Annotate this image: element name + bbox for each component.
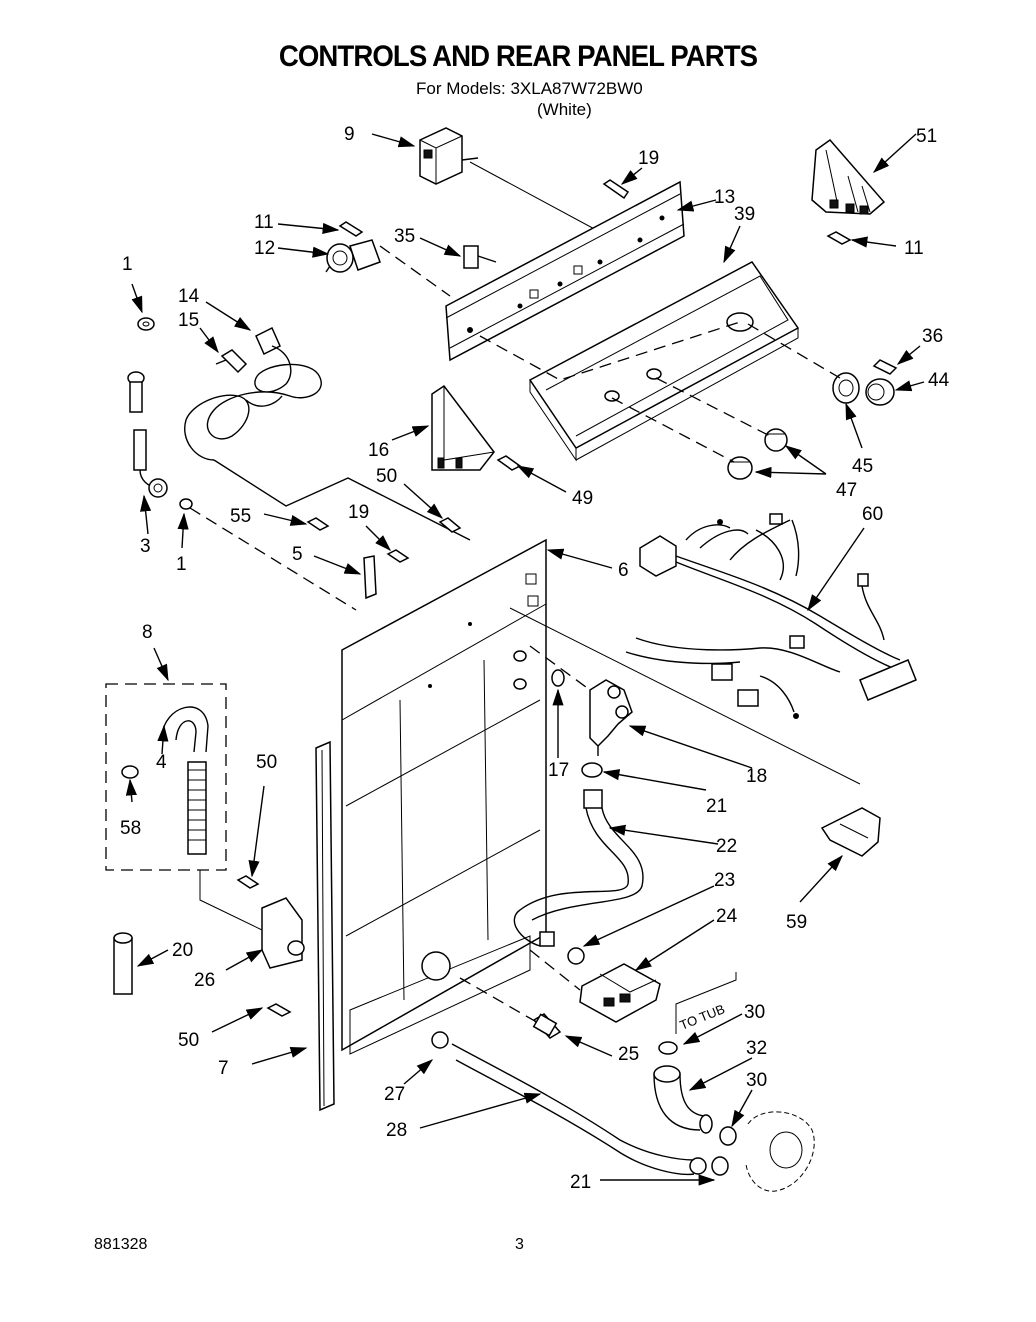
- callout-label: 1: [176, 554, 187, 575]
- models-line: For Models: 3XLA87W72BW0: [416, 79, 643, 98]
- callout-label: 30: [744, 1002, 765, 1023]
- callout-label: 11: [254, 212, 274, 233]
- callout-label: 17: [548, 760, 569, 781]
- callout-label: 19: [638, 148, 659, 169]
- screw-part: [602, 179, 630, 200]
- callout-label: 50: [178, 1030, 199, 1051]
- pressure-switch-part: [325, 221, 381, 273]
- tub-hose-part: [653, 1041, 737, 1176]
- callout-label: 32: [746, 1038, 767, 1059]
- callout-label: 60: [862, 504, 883, 525]
- screw-part: [438, 517, 462, 533]
- callout-label: 16: [368, 440, 389, 461]
- bracket-part: [811, 138, 886, 215]
- knob-part: [727, 428, 788, 480]
- page-title: CONTROLS AND REAR PANEL PARTS: [278, 40, 758, 73]
- callout-label: 35: [394, 226, 415, 247]
- timer-part: [419, 127, 479, 185]
- callout-label: 44: [928, 370, 950, 391]
- screw-part: [386, 549, 410, 563]
- callout-label: 25: [618, 1044, 639, 1065]
- page-number: 3: [515, 1236, 524, 1253]
- callout-label: 9: [344, 124, 355, 145]
- switch-part: [463, 245, 497, 269]
- callout-label: 6: [618, 560, 629, 581]
- callout-label: 27: [384, 1084, 405, 1105]
- to-tub-annotation: TO TUB: [678, 1001, 727, 1033]
- callout-label: 13: [714, 187, 735, 208]
- water-valve-part: [551, 669, 633, 756]
- callout-label: 1: [122, 254, 133, 275]
- callout-label: 26: [194, 970, 215, 991]
- connector-part: [113, 932, 133, 995]
- callout-label: 21: [570, 1172, 591, 1193]
- callout-label: 15: [178, 310, 199, 331]
- callout-label: 11: [904, 238, 924, 259]
- callout-label: 18: [746, 766, 767, 787]
- callout-label: 14: [178, 286, 200, 307]
- power-cord-part: [184, 326, 322, 461]
- drain-assembly-part: [567, 947, 661, 1023]
- tub-outlet-part: [745, 1111, 815, 1192]
- clip-part: [363, 555, 377, 600]
- callout-label: 49: [572, 488, 593, 509]
- leader-lines: [125, 133, 925, 1186]
- callout-label: 21: [706, 796, 727, 817]
- callout-label: 22: [716, 836, 737, 857]
- callout-label: 3: [140, 536, 151, 557]
- clip-part: [532, 1013, 562, 1039]
- callout-label: 8: [142, 622, 153, 643]
- kit-box: [105, 683, 227, 871]
- callout-label: 24: [716, 906, 738, 927]
- callout-label: 51: [916, 126, 937, 147]
- callout-label: 59: [786, 912, 807, 933]
- bracket-part: [431, 384, 522, 471]
- console-part: [528, 261, 800, 462]
- callout-label: 55: [230, 506, 251, 527]
- callout-label: 5: [292, 544, 303, 565]
- rear-panel-part: [341, 538, 547, 1055]
- knob-part: [832, 372, 895, 406]
- wire-harness-part: [625, 513, 917, 719]
- callout-label: 4: [156, 752, 167, 773]
- callout-label: 47: [836, 480, 857, 501]
- callout-label: 36: [922, 326, 943, 347]
- screw-part: [872, 359, 898, 375]
- console-panel-part: [445, 180, 685, 362]
- callout-label: 50: [256, 752, 277, 773]
- bracket-part: [820, 807, 881, 857]
- screw-part: [306, 517, 330, 531]
- color-line: (White): [537, 100, 592, 119]
- hose-part: [513, 762, 644, 947]
- callout-label: 20: [172, 940, 193, 961]
- callout-label: 19: [348, 502, 369, 523]
- callout-label: 39: [734, 204, 755, 225]
- drain-hose-part: [431, 1031, 707, 1176]
- callout-label: 7: [218, 1058, 229, 1079]
- doc-number: 881328: [94, 1236, 148, 1253]
- callout-label: 23: [714, 870, 735, 891]
- callout-labels: 9 19 51 13 39 11 12 35 11 1 14 15 36 44 …: [120, 124, 950, 1193]
- water-inlet-part: [127, 317, 193, 510]
- side-strip-part: [315, 740, 335, 1112]
- screw-part: [826, 231, 852, 245]
- callout-label: 50: [376, 466, 397, 487]
- callout-label: 58: [120, 818, 141, 839]
- callout-label: 45: [852, 456, 873, 477]
- callout-label: 30: [746, 1070, 767, 1091]
- callout-label: 12: [254, 238, 275, 259]
- callout-label: 28: [386, 1120, 407, 1141]
- hose-bracket-part: [236, 875, 305, 1017]
